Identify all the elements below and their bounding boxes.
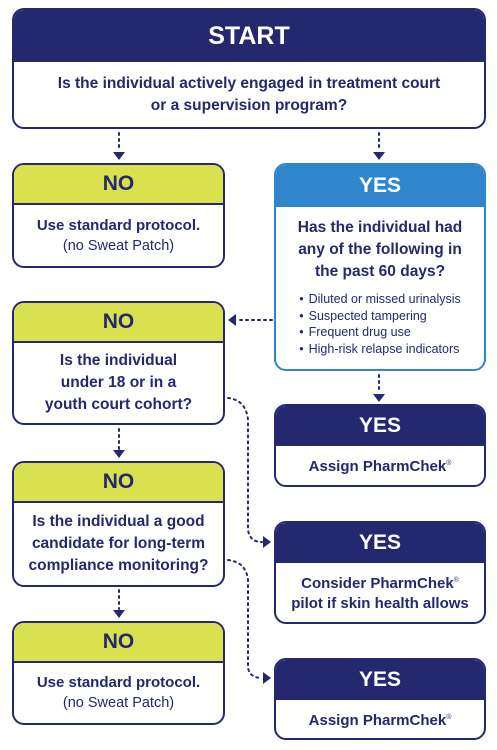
yes-box-3: YES Consider PharmChek® pilot if skin he… (274, 521, 486, 624)
no-box-3: NO Is the individual a good candidate fo… (12, 461, 225, 587)
yes-body-3: Consider PharmChek® pilot if skin health… (276, 563, 484, 622)
no-1-line1: Use standard protocol. (36, 216, 201, 234)
yes-3-line2: pilot if skin health allows (291, 595, 469, 612)
yes-2-text: Assign PharmChek® (308, 458, 452, 475)
no-header-4: NO (14, 623, 223, 663)
no-box-2: NO Is the individual under 18 or in a yo… (12, 301, 225, 425)
yes-header-2: YES (276, 406, 484, 446)
no-box-1: NO Use standard protocol. (no Sweat Patc… (12, 163, 225, 268)
arrowhead-down-icon (113, 450, 125, 458)
no-4-line1: Use standard protocol. (36, 674, 201, 691)
start-question: Is the individual actively engaged in tr… (14, 62, 484, 127)
yes-3-line1: Consider PharmChek® (301, 575, 459, 592)
start-box: START Is the individual actively engaged… (12, 8, 486, 129)
no-3-question: Is the individual a good candidate for l… (28, 513, 209, 574)
no-4-line2: (no Sweat Patch) (62, 695, 175, 711)
arrowhead-left-icon (228, 314, 236, 326)
no-box-4: NO Use standard protocol. (no Sweat Patc… (12, 621, 225, 725)
no-1-line2: (no Sweat Patch) (62, 237, 175, 254)
arrowhead-down-icon (113, 152, 125, 160)
no-header-3: NO (14, 463, 223, 503)
yes-1-question: Has the individual had any of the follow… (297, 219, 463, 280)
arrowhead-down-icon (373, 394, 385, 402)
yes-body-2: Assign PharmChek® (276, 446, 484, 485)
connector-no3-to-yes4 (227, 559, 263, 679)
yes-box-4: YES Assign PharmChek® (274, 658, 486, 740)
no-2-question: Is the individual under 18 or in a youth… (44, 352, 193, 413)
no-body-3: Is the individual a good candidate for l… (14, 503, 223, 585)
connector-no2-to-yes3 (227, 397, 263, 543)
yes-header-1: YES (276, 165, 484, 207)
no-header-2: NO (14, 303, 223, 343)
start-question-text: Is the individual actively engaged in tr… (57, 74, 441, 114)
no-body-4: Use standard protocol. (no Sweat Patch) (14, 663, 223, 723)
yes-header-4: YES (276, 660, 484, 700)
criteria-item: Suspected tampering (299, 308, 461, 325)
yes-header-3: YES (276, 523, 484, 563)
yes-4-text: Assign PharmChek® (308, 711, 452, 729)
criteria-item: High-risk relapse indicators (299, 341, 461, 358)
criteria-list: Diluted or missed urinalysis Suspected t… (299, 291, 461, 357)
arrowhead-right-icon (263, 672, 271, 684)
criteria-item: Diluted or missed urinalysis (299, 291, 461, 308)
arrowhead-down-icon (373, 152, 385, 160)
yes-box-1: YES Has the individual had any of the fo… (274, 163, 486, 371)
yes-box-2: YES Assign PharmChek® (274, 404, 486, 487)
yes-body-1: Has the individual had any of the follow… (276, 207, 484, 369)
no-body-1: Use standard protocol. (no Sweat Patch) (14, 205, 223, 266)
arrowhead-right-icon (263, 536, 271, 548)
no-header-1: NO (14, 165, 223, 205)
start-header: START (14, 10, 484, 62)
yes-body-4: Assign PharmChek® (276, 700, 484, 738)
arrowhead-down-icon (113, 610, 125, 618)
no-body-2: Is the individual under 18 or in a youth… (14, 343, 223, 423)
criteria-item: Frequent drug use (299, 324, 461, 341)
